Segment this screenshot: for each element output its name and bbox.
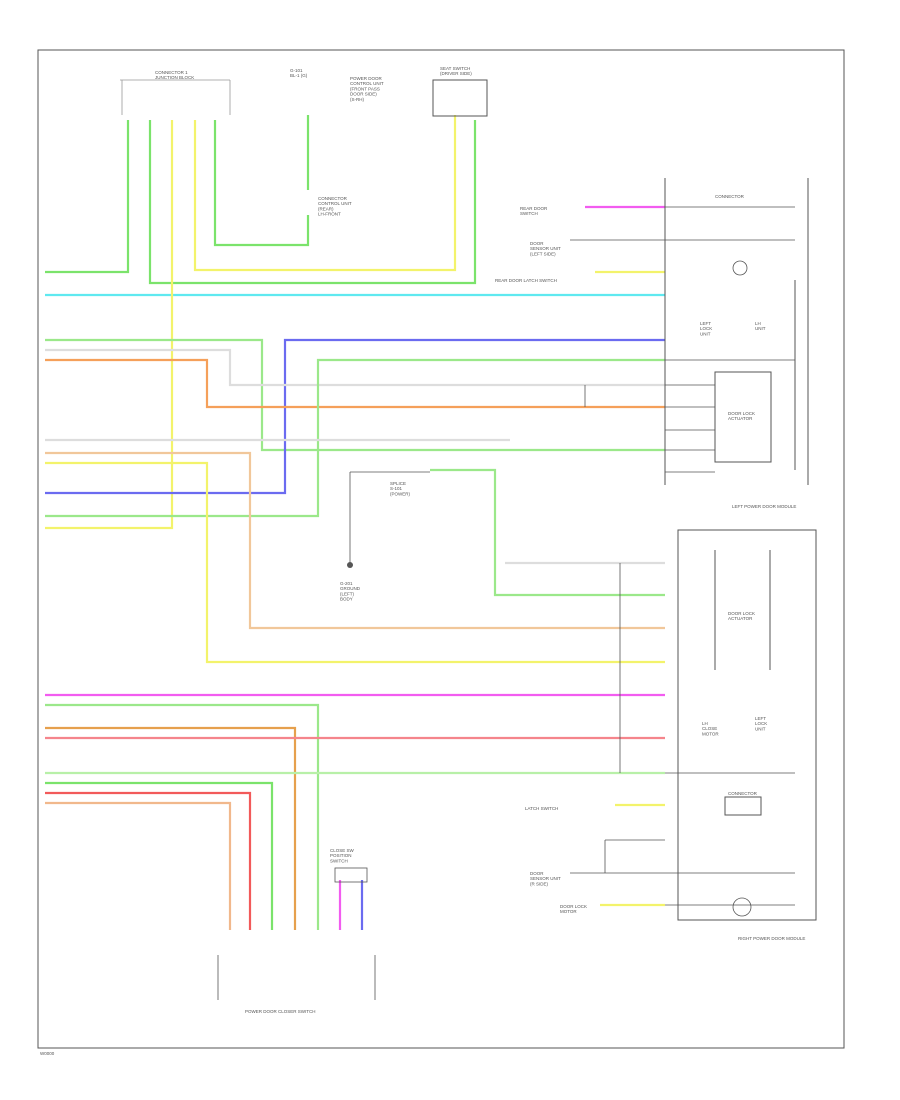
rear-switch-box — [334, 867, 368, 883]
wire-yellow-2 — [45, 120, 174, 530]
wire-green-9 — [45, 781, 274, 930]
motor-symbol — [732, 260, 748, 276]
label-top-header: CONNECTOR — [715, 194, 745, 199]
motor-symbol-2 — [732, 897, 752, 917]
label-r3: REAR DOOR LATCH SWITCH — [495, 278, 557, 283]
wire-red — [45, 791, 252, 930]
seat-switch-box — [432, 79, 488, 117]
diagram-frame — [37, 49, 845, 1049]
top-connector-left — [120, 79, 231, 115]
wire-green-7 — [45, 703, 320, 930]
label-connector2: CONNECTOR — [728, 791, 758, 796]
thin-wires — [349, 206, 795, 906]
wire-peach-2 — [45, 801, 232, 930]
left-door-module — [664, 178, 809, 485]
wire-orange — [45, 358, 665, 409]
label-r4: LATCH SWITCH — [525, 806, 558, 811]
wire-green-6 — [430, 468, 665, 597]
footer-code: W0000 — [40, 1051, 55, 1056]
right-door-module — [677, 529, 817, 921]
wire-yellow-3 — [45, 461, 665, 664]
wire-brown — [45, 726, 297, 930]
label-left-door-module: LEFT POWER DOOR MODULE — [732, 504, 796, 509]
wire-yellow-1 — [193, 115, 457, 272]
wire-green-1 — [45, 120, 130, 274]
label-bottom-module: POWER DOOR CLOSER SWITCH — [245, 1009, 316, 1014]
wire-green-5 — [45, 358, 665, 518]
bottom-module — [217, 867, 376, 1000]
wire-blue — [45, 338, 665, 495]
label-right-door-module: RIGHT POWER DOOR MODULE — [738, 936, 805, 941]
wire-grey-1 — [45, 348, 665, 387]
wire-green-3 — [213, 120, 310, 247]
wire-peach — [45, 451, 665, 630]
door-lock-actuator-box — [714, 371, 772, 463]
wire-green-2 — [148, 120, 477, 285]
wire-lightgreen-1 — [45, 338, 665, 452]
label-seat-switch: SEAT SWITCH(DRIVER SIDE) — [440, 66, 472, 76]
wires — [45, 115, 665, 930]
connector-box — [724, 796, 762, 816]
ground-symbol — [347, 562, 353, 568]
